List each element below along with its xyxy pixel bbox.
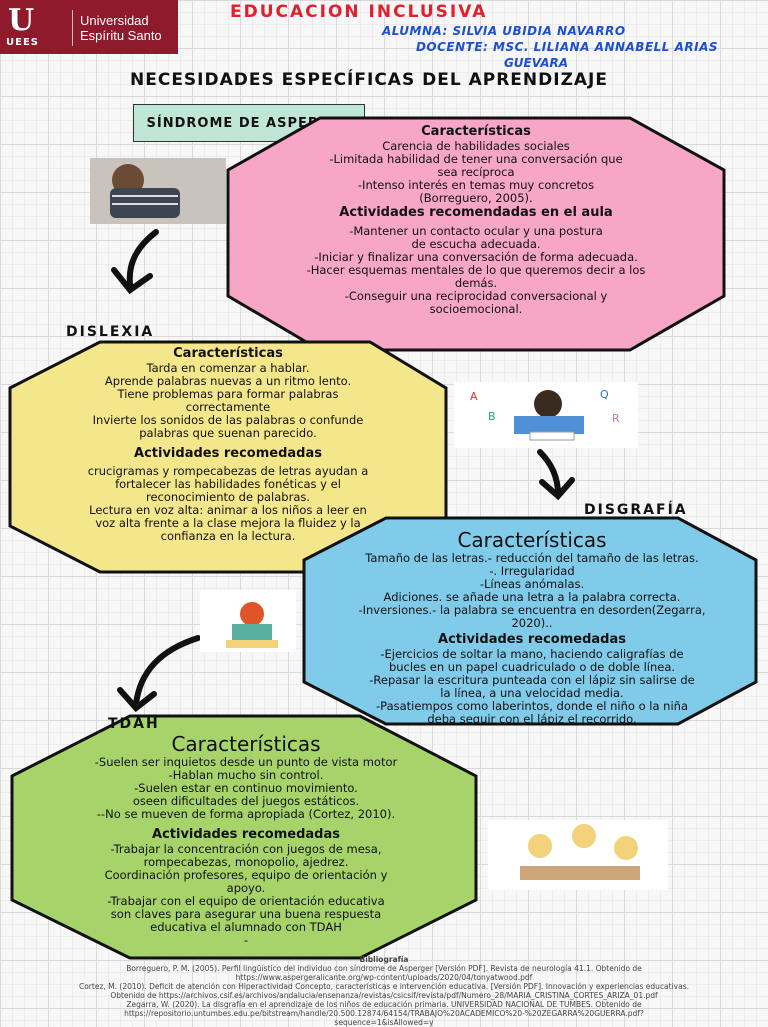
dislexia-act-5: confianza en la lectura. xyxy=(160,529,296,543)
tdah-hexagon xyxy=(10,714,478,960)
bibliography-line: sequence=1&isAllowed=y xyxy=(334,1018,434,1027)
asperger-act-0: -Mantener un contacto ocular y una postu… xyxy=(349,224,603,238)
logo-name-2: Espíritu Santo xyxy=(80,28,162,43)
tdah-act-title: Actividades recomedadas xyxy=(152,827,340,842)
student-name: ALUMNA: SILVIA UBIDIA NAVARRO xyxy=(382,24,626,38)
dislexia-act-0: crucigramas y rompecabezas de letras ayu… xyxy=(87,464,369,478)
svg-text:B: B xyxy=(488,410,496,423)
bibliography-line: Cortez, M. (2010). Deficit de atención c… xyxy=(78,982,690,991)
children-playing-image xyxy=(488,820,668,890)
child-with-letters-image: A B Q R xyxy=(454,382,638,448)
dislexia-char-2: Tiene problemas para formar palabras xyxy=(117,387,339,401)
svg-text:A: A xyxy=(470,390,478,403)
disgrafia-label: DISGRAFÍA xyxy=(584,502,688,518)
disgrafia-char-0: Tamaño de las letras.- reducción del tam… xyxy=(365,551,699,565)
dislexia-act-3: Lectura en voz alta: animar a los niños … xyxy=(89,503,367,517)
logo-name-1: Universidad xyxy=(80,13,149,28)
asperger-char-3: -Intenso interés en temas muy concretos xyxy=(357,178,595,192)
asperger-content: Características Carencia de habilidades … xyxy=(248,124,704,316)
disgrafia-act-2: -Repasar la escritura punteada con el lá… xyxy=(369,673,695,687)
bibliography-line: Zegarra, W. (2020). La disgrafía en el a… xyxy=(126,1000,642,1009)
tdah-char-0: -Suelen ser inquietos desde un punto de … xyxy=(94,755,398,769)
girl-writing-image xyxy=(200,590,296,652)
tdah-act-5: son claves para asegurar una buena respu… xyxy=(110,907,382,921)
disgrafia-act-4: -Pasatiempos como laberintos, donde el n… xyxy=(376,699,688,713)
university-logo: U UEES Universidad Espíritu Santo xyxy=(0,0,178,54)
bibliography: Bibliografía Borreguero, P. M. (2005). P… xyxy=(20,955,748,1027)
asperger-char-0: Carencia de habilidades sociales xyxy=(382,139,570,153)
asperger-act-3: -Hacer esquemas mentales de lo que quere… xyxy=(306,263,646,277)
svg-text:R: R xyxy=(612,412,620,425)
asperger-act-4: demás. xyxy=(454,276,498,290)
dislexia-act-1: fortalecer las habilidades fonéticas y e… xyxy=(115,477,341,491)
asperger-char-4: (Borreguero, 2005). xyxy=(419,191,533,205)
disgrafia-act-5: deba seguir con el lápiz el recorrido. xyxy=(427,712,637,726)
tdah-char-4: --No se mueven de forma apropiada (Corte… xyxy=(96,807,396,821)
disgrafia-char-title: Características xyxy=(457,528,607,552)
disgrafia-act-1: bucles en un papel cuadriculado o de dob… xyxy=(388,660,676,674)
tdah-act-2: Coordinación profesores, equipo de orien… xyxy=(104,868,388,882)
page-subtitle: NECESIDADES ESPECÍFICAS DEL APRENDIZAJE xyxy=(130,70,608,90)
dislexia-char-3: correctamente xyxy=(185,400,271,414)
disgrafia-char-4: -Inversiones.- la palabra se encuentra e… xyxy=(358,603,706,617)
tdah-char-3: oseen dificultades del juegos estáticos. xyxy=(132,794,360,808)
logo-divider xyxy=(72,10,73,46)
tdah-act-4: -Trabajar con el equipo de orientación e… xyxy=(107,894,385,908)
disgrafia-char-2: -Líneas anómalas. xyxy=(479,577,585,591)
boy-covering-face-image xyxy=(90,158,226,224)
tdah-act-1: rompecabezas, monopolio, ajedrez. xyxy=(143,855,349,869)
disgrafia-content: Características Tamaño de las letras.- r… xyxy=(318,528,746,726)
tdah-act-6: educativa el alumnado con TDAH xyxy=(150,920,342,934)
tdah-act-0: -Trabajar la concentración con juegos de… xyxy=(110,842,382,856)
bibliography-title: Bibliografía xyxy=(359,955,409,964)
bibliography-line: https://repositorio.untumbes.edu.pe/bits… xyxy=(124,1009,644,1018)
asperger-act-6: socioemocional. xyxy=(429,302,523,316)
disgrafia-char-1: -. Irregularidad xyxy=(489,564,575,578)
disgrafia-char-5: 2020).. xyxy=(511,616,553,630)
dislexia-act-title: Actividades recomedadas xyxy=(134,446,322,461)
disgrafia-act-3: la línea, a una velocidad media. xyxy=(440,686,624,700)
dislexia-char-4: Invierte los sonidos de las palabras o c… xyxy=(92,413,364,427)
dislexia-char-1: Aprende palabras nuevas a un ritmo lento… xyxy=(104,374,352,388)
asperger-char-2: sea recíproca xyxy=(437,165,515,179)
dislexia-char-5: palabras que suenan parecido. xyxy=(139,426,317,440)
dislexia-content: Características Tarda en comenzar a habl… xyxy=(30,346,426,543)
asperger-act-title: Actividades recomendadas en el aula xyxy=(339,205,613,220)
dislexia-act-4: voz alta frente a la clase mejora la flu… xyxy=(95,516,361,530)
tdah-act-7: - xyxy=(243,933,249,947)
dislexia-char-0: Tarda en comenzar a hablar. xyxy=(146,361,310,375)
tdah-char-1: -Hablan mucho sin control. xyxy=(168,768,324,782)
asperger-char-title: Características xyxy=(421,124,531,139)
bibliography-line: https://www.aspergeralicante.org/wp-cont… xyxy=(235,973,533,982)
arrow-dislexia-to-disgrafia xyxy=(537,449,575,501)
bibliography-line: Borreguero, P. M. (2005). Perfil lingüís… xyxy=(126,964,642,973)
tdah-content: Características -Suelen ser inquietos de… xyxy=(36,732,456,947)
disgrafia-hexagon xyxy=(302,516,758,726)
arrow-disgrafia-to-tdah xyxy=(117,635,201,713)
tdah-char-title: Características xyxy=(171,732,321,756)
asperger-hexagon xyxy=(226,116,726,352)
disgrafia-act-0: -Ejercicios de soltar la mano, haciendo … xyxy=(380,647,684,661)
logo-mark: U xyxy=(8,3,34,38)
logo-acronym: UEES xyxy=(6,37,39,48)
asperger-act-1: de escucha adecuada. xyxy=(411,237,541,251)
asperger-act-5: -Conseguir una reciprocidad conversacion… xyxy=(344,289,608,303)
svg-text:Q: Q xyxy=(600,388,609,401)
main-title: EDUCACION INCLUSIVA xyxy=(230,2,488,22)
asperger-char-1: -Limitada habilidad de tener una convers… xyxy=(329,152,623,166)
dislexia-label: DISLEXIA xyxy=(66,324,155,340)
arrow-asperger-to-dislexia xyxy=(111,229,159,295)
dislexia-act-2: reconocimiento de palabras. xyxy=(145,490,311,504)
dislexia-char-title: Características xyxy=(173,346,283,361)
teacher-name: DOCENTE: MSC. LILIANA ANNABELL ARIAS xyxy=(415,40,719,54)
tdah-label: TDAH xyxy=(108,716,160,732)
asperger-act-2: -Iniciar y finalizar una conversación de… xyxy=(314,250,638,264)
disgrafia-char-3: Adiciones. se añade una letra a la palab… xyxy=(383,590,681,604)
disgrafia-act-title: Actividades recomedadas xyxy=(438,632,626,647)
bibliography-line: Obtenido de https://archivos.csif.es/arc… xyxy=(110,991,658,1000)
tdah-act-3: apoyo. xyxy=(226,881,266,895)
tdah-char-2: -Suelen estar en continuo movimiento. xyxy=(134,781,358,795)
teacher-name-2: GUEVARA xyxy=(503,56,569,70)
